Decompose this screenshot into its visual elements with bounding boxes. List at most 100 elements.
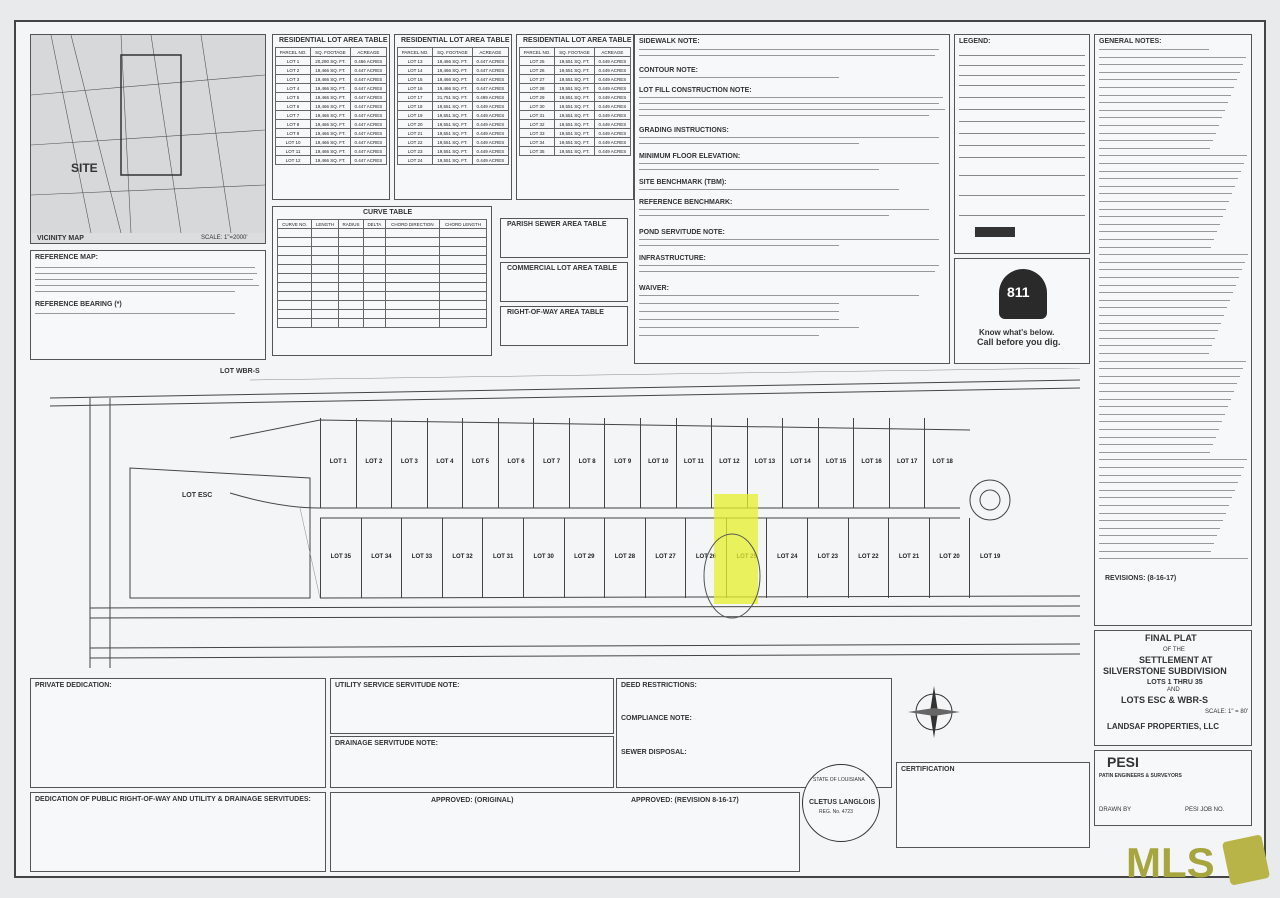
table-cell: 0.449 ACRES (471, 155, 510, 165)
table-header: PARCEL NO. (274, 47, 312, 57)
table-cell: 19,551 SQ. FT. (432, 146, 473, 156)
table-row (276, 291, 487, 301)
plat-lot: LOT 35 (320, 518, 361, 598)
plat-lot: LOT 9 (604, 418, 640, 508)
table-cell: LOT 31 (518, 110, 556, 120)
lot-label: LOT 11 (683, 458, 704, 465)
plat-lot: LOT 7 (533, 418, 569, 508)
plat-lot: LOT 22 (847, 518, 889, 598)
note-text-line (1099, 261, 1245, 263)
utility-servitude: UTILITY SERVICE SERVITUDE NOTE: (330, 678, 614, 734)
site-label: SITE (71, 161, 98, 175)
table-cell (311, 264, 339, 274)
call-811-box: 811 Know what's below. Call before you d… (954, 258, 1090, 364)
note-text-line (1099, 178, 1238, 180)
note-text-line (1099, 94, 1231, 96)
table-cell: 19,466 SQ. FT. (310, 146, 351, 156)
lot-label: LOT 29 (574, 554, 595, 560)
plat-lot: LOT 20 (928, 518, 970, 598)
table-row (276, 318, 487, 328)
drainage-title: DRAINAGE SERVITUDE NOTE: (335, 740, 438, 747)
table-cell (384, 246, 441, 256)
title-block: FINAL PLAT OF THE SETTLEMENT AT SILVERST… (1094, 630, 1252, 746)
table-cell (363, 309, 386, 319)
lot-label: LOT 9 (614, 458, 632, 465)
note-text-line (1099, 193, 1232, 195)
table-cell: 0.447 ACRES (471, 65, 510, 75)
plat-lot: LOT 24 (766, 518, 807, 598)
lot-label: LOT 35 (330, 554, 351, 560)
vicinity-map: SITE VICINITY MAP SCALE: 1"=2000' (30, 34, 266, 244)
table-cell: 19,466 SQ. FT. (310, 128, 351, 138)
table-cell: 19,466 SQ. FT. (310, 83, 351, 93)
table-cell (384, 291, 441, 301)
table-header: SQ. FOOTAGE (310, 47, 351, 57)
plat-lot: LOT 3 (391, 418, 427, 508)
table-cell: 19,466 SQ. FT. (432, 83, 473, 93)
table-cell: 19,551 SQ. FT. (554, 146, 595, 156)
table-cell: 0.447 ACRES (349, 155, 388, 165)
table-cell: 0.447 ACRES (349, 110, 388, 120)
table-cell: LOT 12 (274, 155, 312, 165)
table-cell: 0.447 ACRES (471, 74, 510, 84)
table-cell: 19,551 SQ. FT. (554, 74, 595, 84)
table-cell (384, 273, 441, 283)
certification-title: CERTIFICATION (901, 766, 955, 773)
note-text-line (1099, 375, 1240, 377)
table-cell: 19,466 SQ. FT. (310, 119, 351, 129)
table-cell (337, 228, 365, 238)
table-cell: 0.449 ACRES (593, 119, 632, 129)
note-text-line (1099, 436, 1216, 438)
plat-lot: LOT 14 (782, 418, 818, 508)
note-text-line (1099, 79, 1237, 81)
table-cell: 19,551 SQ. FT. (554, 101, 595, 111)
table-cell: 0.449 ACRES (593, 137, 632, 147)
table-cell (311, 318, 339, 328)
table-cell (337, 264, 365, 274)
table-cell (363, 300, 386, 310)
note-text-line (1099, 474, 1241, 476)
table-cell: LOT 35 (518, 146, 556, 156)
plat-lot: LOT 15 (817, 418, 854, 508)
table-cell (439, 309, 487, 319)
lot-label: LOT 17 (896, 458, 918, 465)
lot-label: LOT 13 (754, 458, 776, 465)
lot-label: LOT 33 (411, 554, 433, 560)
plat-lot: LOT 30 (522, 518, 564, 598)
approved-original: APPROVED: (ORIGINAL) (431, 797, 514, 804)
lot-label: LOT 24 (777, 554, 798, 560)
table-cell: LOT 5 (274, 92, 312, 102)
note-text-line (1099, 527, 1220, 529)
table-cell: 0.447 ACRES (471, 83, 510, 93)
table-cell (311, 237, 339, 247)
table-cell: LOT 22 (396, 137, 434, 147)
table-cell: 0.447 ACRES (471, 56, 510, 66)
table-cell: 0.447 ACRES (349, 92, 388, 102)
note-text-line (1099, 459, 1247, 461)
table-cell: 0.449 ACRES (471, 137, 510, 147)
lot-label: LOT 1 (329, 458, 347, 465)
lot-label: LOT 18 (932, 458, 953, 465)
plat-name1: SETTLEMENT AT (1139, 655, 1213, 665)
table-cell: 0.449 ACRES (471, 101, 510, 111)
table-cell: 19,466 SQ. FT. (310, 137, 351, 147)
table-cell: LOT 30 (518, 101, 556, 111)
fill-note-title: LOT FILL CONSTRUCTION NOTE: (639, 87, 752, 94)
table-cell (363, 318, 386, 328)
note-text-line (1099, 155, 1247, 157)
table-cell (276, 237, 313, 247)
note-text-line (1099, 71, 1240, 73)
table-row (276, 255, 487, 265)
table-cell: 19,551 SQ. FT. (554, 92, 595, 102)
table-cell: LOT 34 (518, 137, 556, 147)
